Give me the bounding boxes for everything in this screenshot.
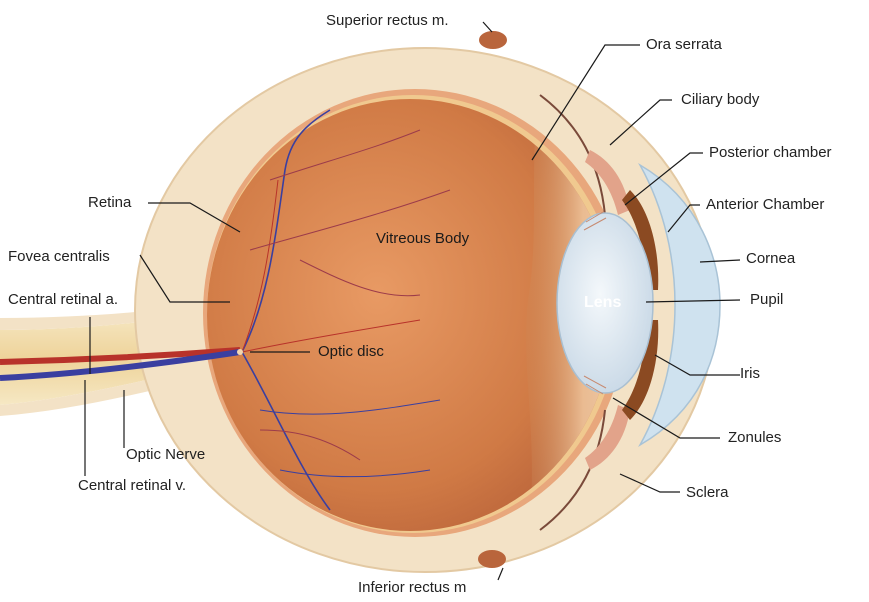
label-central-retinal-a: Central retinal a.	[8, 291, 118, 309]
label-central-retinal-v: Central retinal v.	[78, 477, 186, 495]
inferior-rectus-muscle	[478, 550, 506, 568]
label-vitreous-body: Vitreous Body	[376, 230, 469, 248]
label-superior-rectus: Superior rectus m.	[326, 12, 449, 30]
superior-rectus-muscle	[479, 31, 507, 49]
label-cornea: Cornea	[746, 250, 795, 268]
label-iris: Iris	[740, 365, 760, 383]
label-pupil: Pupil	[750, 291, 783, 309]
label-ora-serrata: Ora serrata	[646, 36, 722, 54]
label-sclera: Sclera	[686, 484, 729, 502]
label-posterior-chamber: Posterior chamber	[709, 144, 832, 162]
label-optic-disc: Optic disc	[318, 343, 384, 361]
label-retina: Retina	[88, 194, 131, 212]
label-anterior-chamber: Anterior Chamber	[706, 196, 824, 214]
label-zonules: Zonules	[728, 429, 781, 447]
label-ciliary-body: Ciliary body	[681, 91, 759, 109]
label-fovea-centralis: Fovea centralis	[8, 248, 110, 266]
label-inferior-rectus: Inferior rectus m	[358, 579, 466, 597]
label-optic-nerve: Optic Nerve	[126, 446, 205, 464]
label-lens: Lens	[584, 294, 621, 312]
optic-disc-spot	[237, 349, 243, 355]
